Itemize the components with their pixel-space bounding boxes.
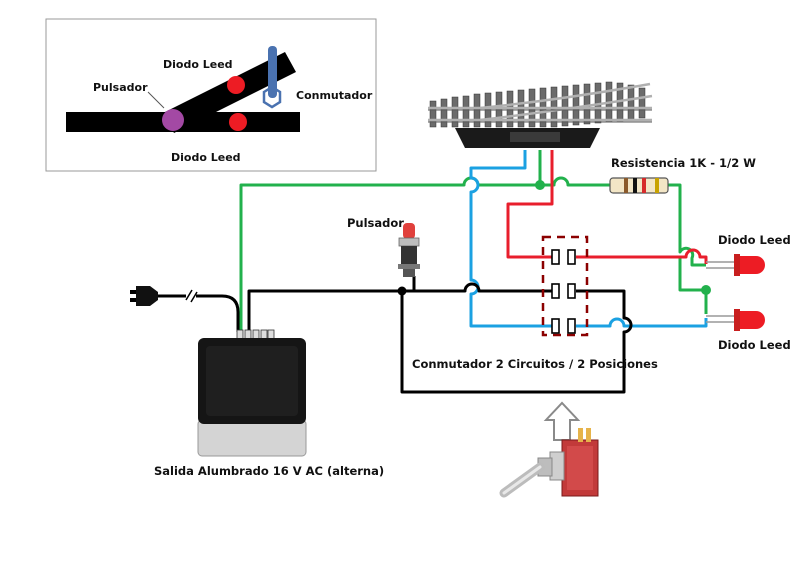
inset-pulsador-dot	[162, 109, 184, 131]
junction-green-top	[535, 180, 545, 190]
wire-blue-right	[576, 317, 708, 328]
inset-diodo-bottom	[229, 113, 247, 131]
junction-black	[397, 286, 407, 296]
inset-diverging-track	[163, 52, 296, 133]
wire-green-main	[239, 176, 610, 332]
resistencia-label: Resistencia 1K - 1/2 W	[611, 156, 756, 170]
diodo-top-label: Diodo Leed	[718, 233, 791, 247]
inset-conmutador-icon	[262, 85, 282, 109]
wire-black-loop	[400, 289, 633, 394]
junction-green-leds	[701, 285, 711, 295]
inset-diodo-bottom-label: Diodo Leed	[171, 151, 241, 164]
wires	[239, 150, 708, 394]
wire-red-right	[576, 248, 708, 264]
turnout	[428, 81, 653, 148]
arrow-up-icon	[543, 401, 581, 441]
led-bottom-body	[740, 311, 765, 329]
transformer	[197, 329, 307, 457]
turnout-rail-shadow	[428, 109, 652, 123]
conmutador-contacts	[541, 235, 589, 337]
resistor	[609, 177, 669, 194]
led-top-body	[740, 256, 765, 274]
inset-conmutador-lever	[268, 46, 277, 98]
power-plug	[130, 286, 240, 332]
inset-panel: Pulsador Diodo Leed Diodo Leed Conmutado…	[45, 18, 377, 172]
wire-black-top	[247, 282, 553, 332]
wire-blue-left	[469, 150, 553, 328]
pulsador-button	[398, 223, 420, 277]
inset-conmutador-label: Conmutador	[296, 89, 373, 102]
salida-label: Salida Alumbrado 16 V AC (alterna)	[154, 464, 384, 478]
led-bottom	[706, 309, 765, 331]
wire-green-leds	[668, 183, 708, 314]
toggle-switch	[499, 428, 599, 498]
wire-red-left	[506, 150, 554, 259]
led-top	[706, 254, 765, 276]
diodo-bottom-label: Diodo Leed	[718, 338, 791, 352]
inset-diodo-top-label: Diodo Leed	[163, 58, 233, 71]
turnout-rails	[428, 82, 653, 122]
pulsador-label: Pulsador	[347, 216, 404, 230]
inset-pulsador-pointer	[147, 91, 165, 109]
conmutador-label: Conmutador 2 Circuitos / 2 Posiciones	[412, 357, 658, 371]
inset-pulsador-label: Pulsador	[93, 81, 148, 94]
inset-diodo-top	[227, 76, 245, 94]
turnout-motor-detail	[510, 132, 560, 142]
